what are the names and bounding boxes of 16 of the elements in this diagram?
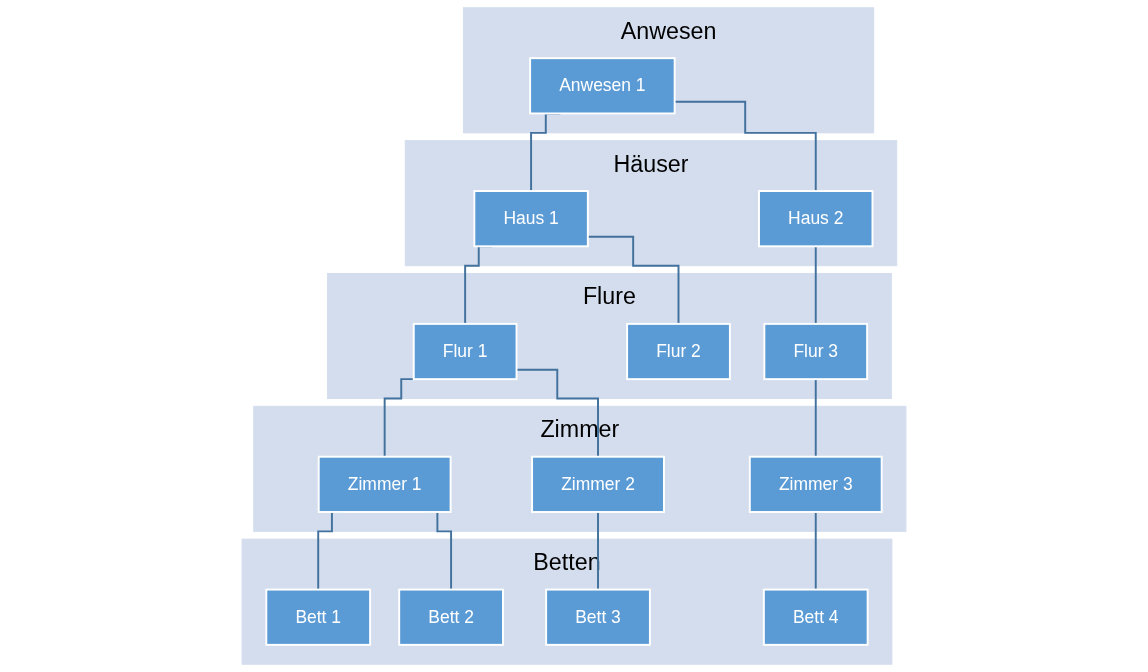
node-box: Flur 2: [626, 322, 731, 381]
node-box: Flur 3: [763, 322, 869, 381]
node-box: Haus 2: [758, 190, 874, 248]
connector: [814, 511, 817, 591]
node-box: Haus 1: [473, 190, 589, 248]
connector: [814, 378, 817, 458]
node-box: Bett 3: [545, 588, 651, 646]
node-box: Zimmer 1: [317, 455, 452, 513]
node-box: Zimmer 2: [531, 455, 665, 513]
node-box: Flur 1: [412, 322, 518, 381]
node-box: Bett 4: [762, 588, 869, 646]
node-box: Bett 2: [398, 588, 504, 646]
node-box: Bett 1: [265, 588, 372, 646]
node-box: Anwesen 1: [529, 57, 676, 115]
connector: [814, 245, 817, 325]
node-box: Zimmer 3: [748, 455, 883, 513]
